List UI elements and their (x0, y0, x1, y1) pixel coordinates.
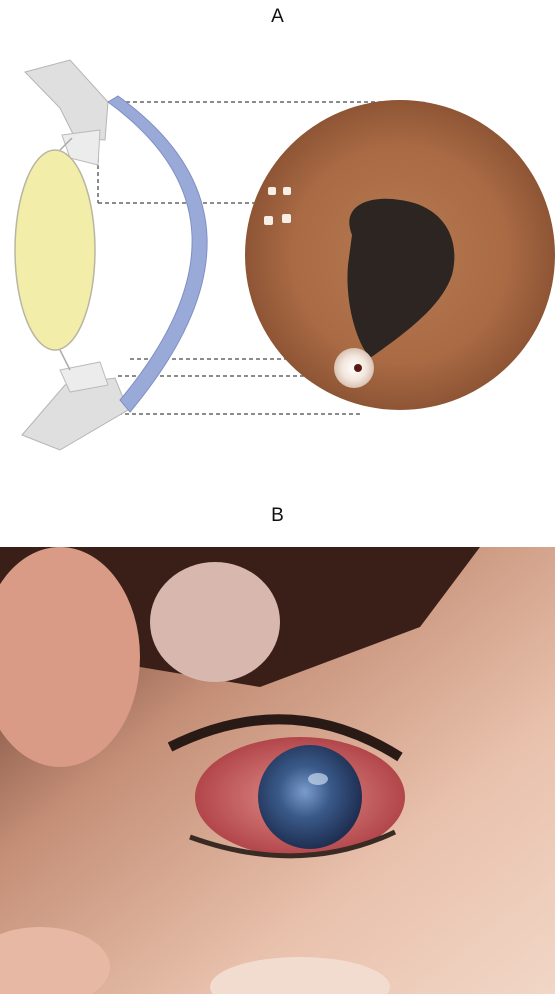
clinical-eye-photograph (0, 547, 555, 994)
panel-label-a: A (0, 6, 555, 28)
iris-lesion-center (354, 364, 362, 372)
upper-sclera-tissue (25, 60, 108, 140)
panel-label-b: B (0, 505, 555, 527)
lens (15, 150, 95, 350)
eye-cross-section-diagram (0, 40, 555, 470)
lens-suspensory-lower (60, 350, 70, 370)
finger-top (150, 562, 280, 682)
cornea (108, 96, 207, 412)
corneal-reflection (308, 773, 328, 785)
clouded-cornea (258, 745, 362, 849)
